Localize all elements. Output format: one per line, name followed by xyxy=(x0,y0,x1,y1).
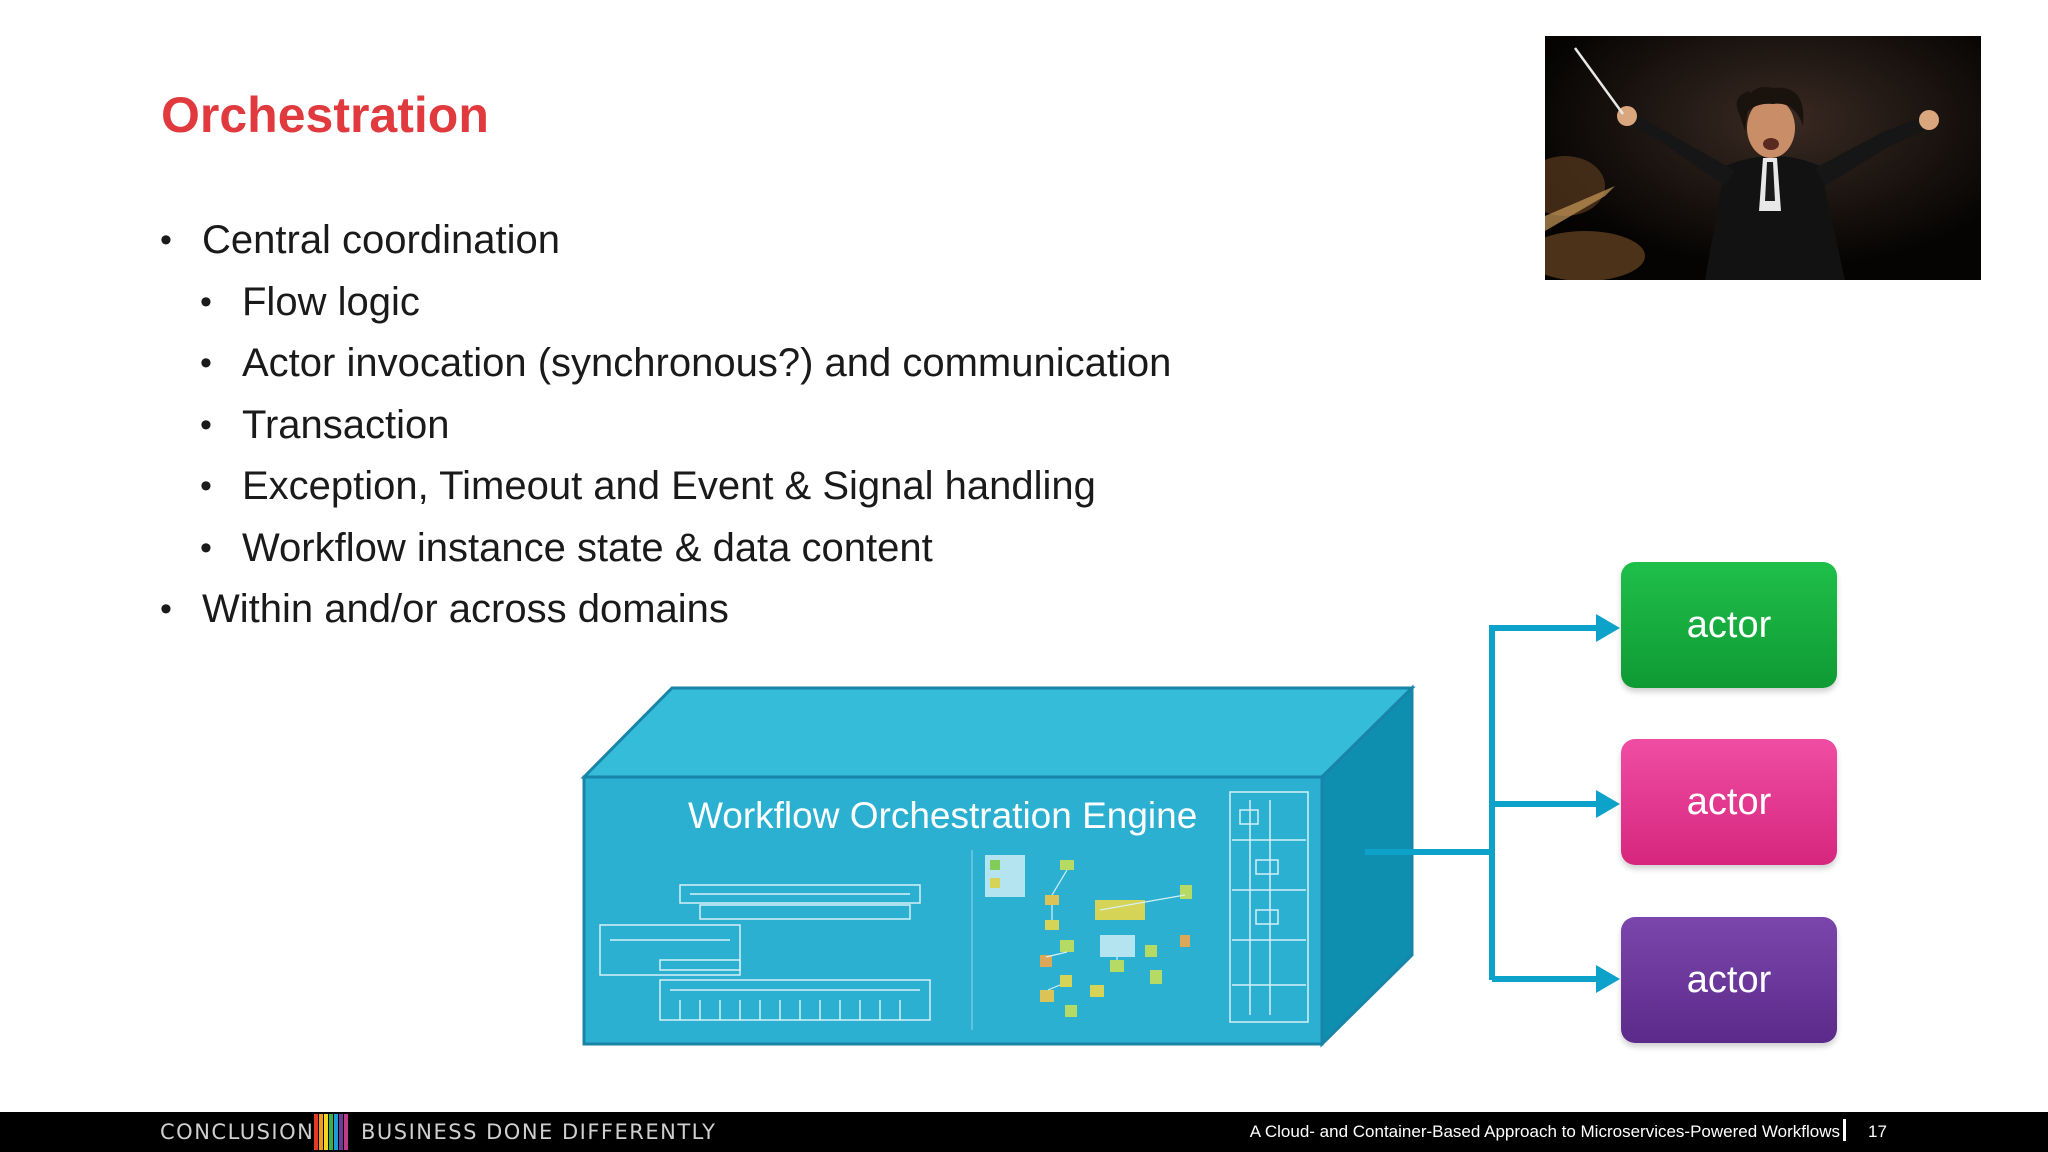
bullet-item: • Within and/or across domains xyxy=(160,579,1171,641)
bullet-dot: • xyxy=(200,528,212,567)
workflow-thumbnails xyxy=(599,791,1309,1030)
bullet-text: Within and/or across domains xyxy=(202,587,729,631)
bullet-item: • Exception, Timeout and Event & Signal h… xyxy=(160,456,1171,518)
bullet-text: Actor invocation (synchronous?) and comm… xyxy=(242,341,1172,385)
brand-name: CONCLUSION xyxy=(160,1120,315,1144)
conductor-photo-icon xyxy=(1545,36,1981,280)
bullet-dot: • xyxy=(200,282,212,321)
brand-logo-icon xyxy=(314,1114,348,1150)
bullet-item: • Actor invocation (synchronous?) and com… xyxy=(160,333,1171,395)
presentation-title: A Cloud- and Container-Based Approach to… xyxy=(1249,1122,1840,1141)
connector-lines xyxy=(1365,625,1598,982)
bullet-item: • Transaction xyxy=(160,395,1171,457)
bullet-text: Flow logic xyxy=(242,279,420,324)
engine-label: Workflow Orchestration Engine xyxy=(688,795,1198,836)
engine-box-front xyxy=(582,775,1324,1046)
footer-divider xyxy=(1843,1119,1846,1141)
bullet-item: • Flow logic xyxy=(160,272,1171,334)
arrow-right-icon xyxy=(1596,614,1620,642)
bullet-dot: • xyxy=(160,221,172,259)
bullet-text: Transaction xyxy=(242,402,450,447)
bullet-text: Exception, Timeout and Event & Signal ha… xyxy=(242,464,1096,508)
bullet-text: Central coordination xyxy=(202,218,560,262)
bullet-dot: • xyxy=(160,590,172,628)
arrow-right-icon xyxy=(1596,965,1620,993)
bullet-text: Workflow instance state & data content xyxy=(242,525,933,570)
arrow-right-icon xyxy=(1596,790,1620,818)
bullet-item: • Central coordination xyxy=(160,210,1171,272)
engine-box-top xyxy=(580,686,1416,779)
footer-bar: CONCLUSION BUSINESS DONE DIFFERENTLY A C… xyxy=(0,1112,2048,1152)
bullet-list: • Central coordination • Flow logic • Actor… xyxy=(160,210,1171,641)
actor-box: actor xyxy=(1621,917,1837,1043)
actor-box: actor xyxy=(1621,562,1837,688)
bullet-dot: • xyxy=(200,405,212,444)
actor-box: actor xyxy=(1621,739,1837,865)
connector-arrowheads xyxy=(1596,614,1620,993)
bullet-item: • Workflow instance state & data content xyxy=(160,518,1171,580)
bullet-dot: • xyxy=(200,344,212,382)
slide-title: Orchestration xyxy=(161,87,489,143)
brand-tagline: BUSINESS DONE DIFFERENTLY xyxy=(361,1120,717,1144)
conductor-photo xyxy=(1545,36,1981,280)
bullet-dot: • xyxy=(200,467,212,505)
page-number: 17 xyxy=(1868,1122,1887,1141)
